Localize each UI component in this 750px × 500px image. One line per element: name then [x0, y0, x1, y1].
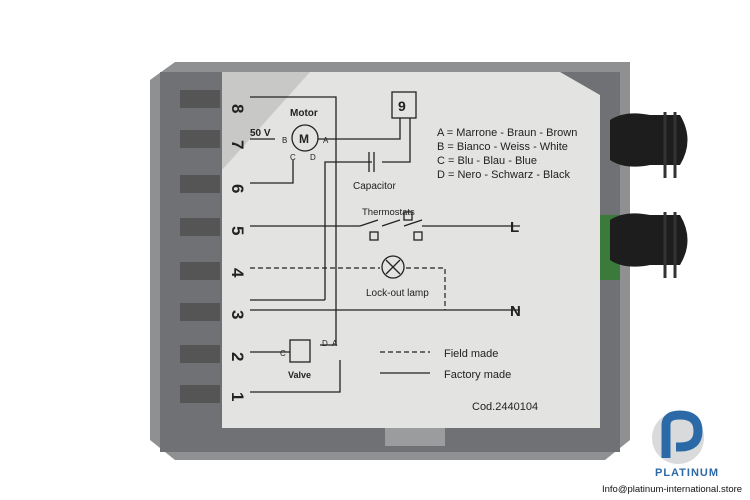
motor-label: Motor	[290, 108, 318, 119]
motor-symbol: M	[299, 132, 309, 146]
terminal-5: 5	[228, 226, 247, 235]
terminal-1: 1	[228, 392, 247, 401]
terminal-tabs	[180, 90, 220, 403]
legend-d: D = Nero - Schwarz - Black	[437, 169, 570, 181]
capacitor-label: Capacitor	[353, 181, 396, 192]
field-made-label: Field made	[444, 348, 498, 360]
motor-pin-b: B	[282, 136, 287, 145]
terminal-8: 8	[228, 104, 247, 113]
box-9-label: 9	[398, 98, 406, 114]
contact-email: Info@platinum-international.store	[602, 484, 743, 495]
terminal-6: 6	[228, 184, 247, 193]
legend-a: A = Marrone - Braun - Brown	[437, 127, 577, 139]
platinum-logo-icon	[652, 410, 704, 464]
motor-pin-d: D	[310, 153, 316, 162]
factory-made-label: Factory made	[444, 369, 511, 381]
terminal-4: 4	[228, 268, 247, 278]
thermostats-label: Thermostats	[362, 207, 415, 218]
wiring-diagram	[250, 91, 520, 393]
line-l-label: L	[510, 219, 519, 236]
lamp-label: Lock-out lamp	[366, 288, 429, 299]
valve-pin-d: D	[322, 339, 328, 348]
terminal-7: 7	[228, 140, 247, 149]
voltage-label: 50 V	[250, 128, 271, 139]
legend-b: B = Bianco - Weiss - White	[437, 141, 568, 153]
motor-pin-a: A	[323, 136, 329, 145]
terminal-2: 2	[228, 352, 247, 361]
brand-name: PLATINUM	[655, 467, 720, 479]
terminal-3: 3	[228, 310, 247, 319]
terminal-numbers: 8 7 6 5 4 3 2 1	[228, 104, 247, 401]
legend-c: C = Blu - Blau - Blue	[437, 155, 537, 167]
code-label: Cod.2440104	[472, 401, 538, 413]
valve-pin-c: C	[280, 349, 286, 358]
wiring-label	[222, 72, 600, 428]
motor-pin-c: C	[290, 153, 296, 162]
line-n-label: N	[510, 303, 521, 320]
valve-label: Valve	[288, 370, 311, 380]
valve-pin-a: A	[332, 339, 338, 348]
